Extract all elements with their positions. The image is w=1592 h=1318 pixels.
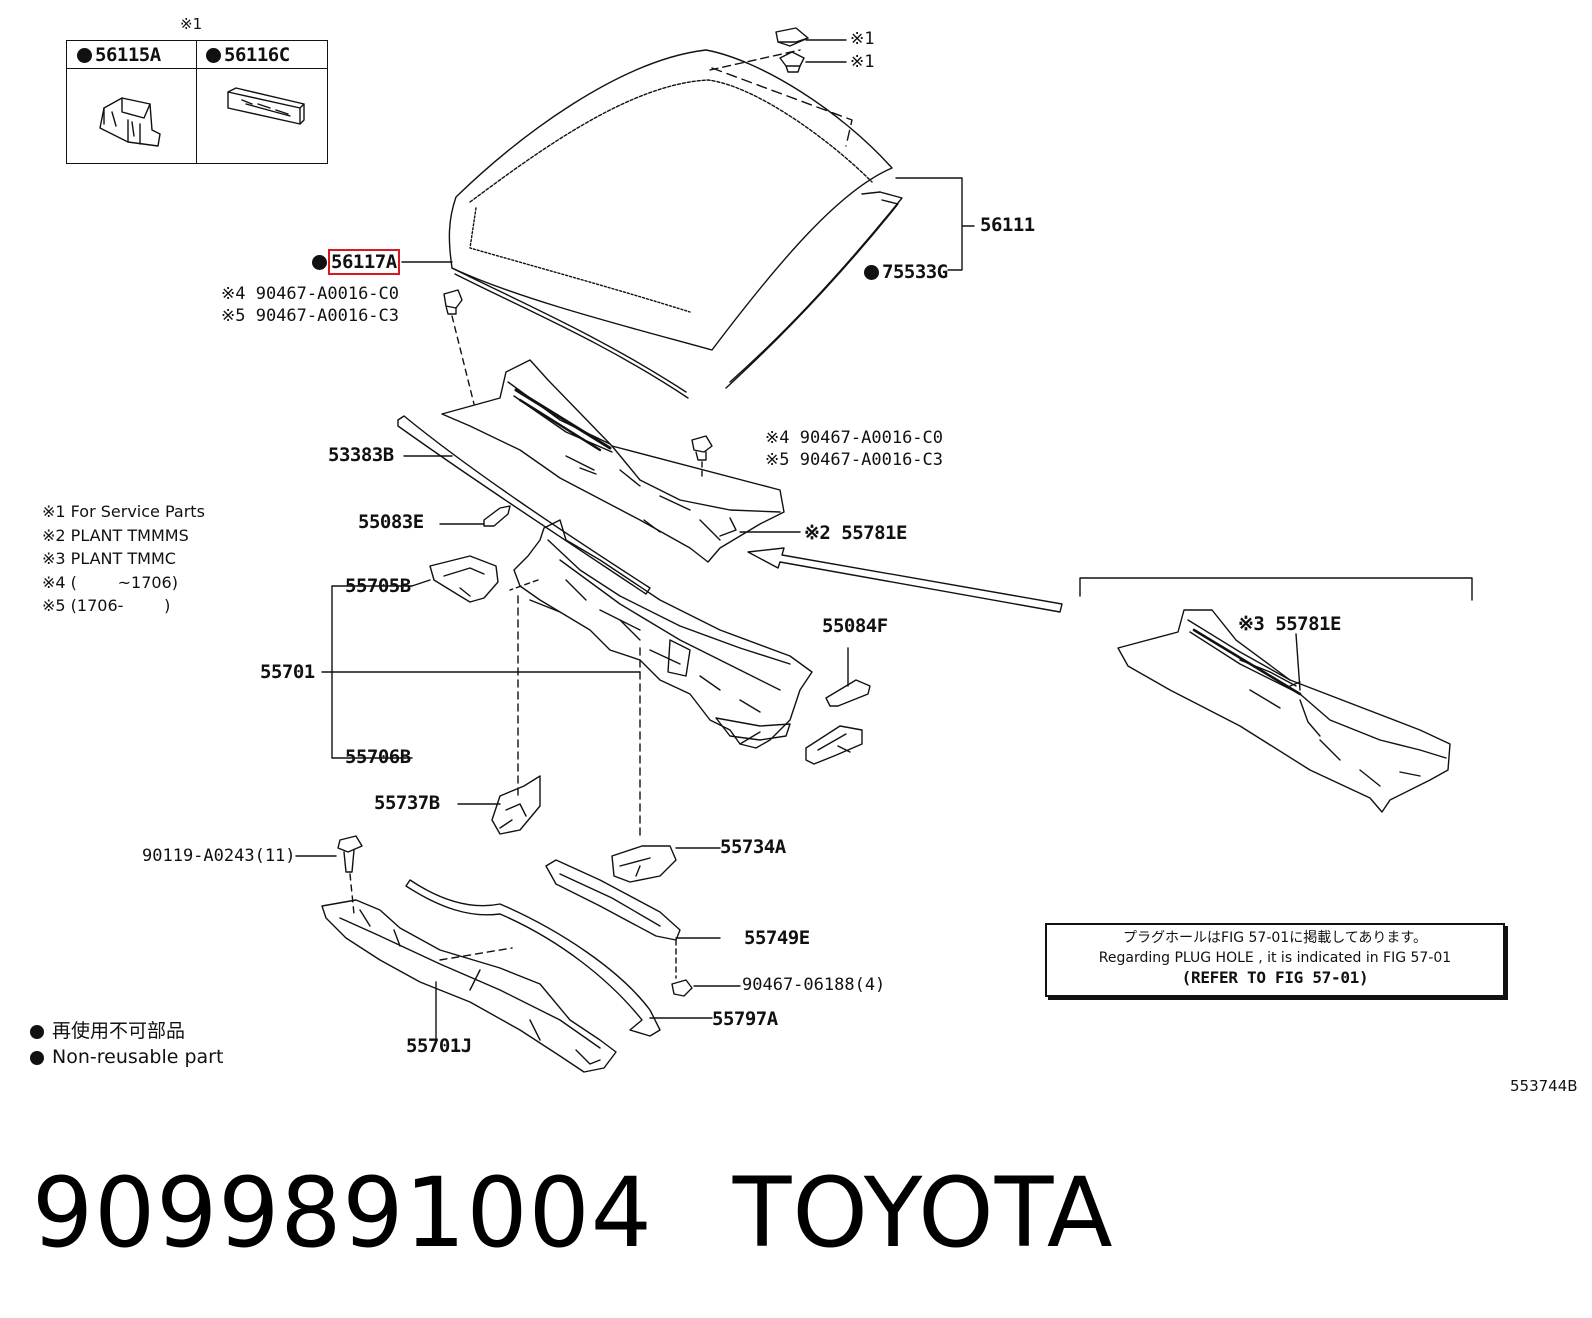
callout-55706b[interactable]: 55706B [345, 746, 411, 768]
inset-header-mark: ※1 [180, 15, 203, 33]
highlighted-part-label: 56117A [328, 249, 400, 275]
footer-title: 9099891004 TOYOTA [32, 1157, 1114, 1269]
figure-id: 553744B [1510, 1077, 1578, 1095]
callout-55701j[interactable]: 55701J [406, 1035, 472, 1057]
inset-label-left: 56115A [95, 44, 161, 66]
inset-cell-56116c: 56116C [196, 41, 327, 69]
non-reusable-icon [206, 48, 221, 63]
callout-56111[interactable]: 56111 [980, 214, 1035, 236]
callout-clip-top-c0[interactable]: ※4 90467-A0016-C0 [221, 284, 400, 304]
note-line: ※5 (1706- ) [42, 596, 171, 616]
callout-55734a[interactable]: 55734A [720, 836, 786, 858]
cable-55797a [405, 879, 661, 1037]
inset-clip-56115a [99, 97, 161, 147]
callout-56117a[interactable]: 56117A [312, 249, 400, 275]
callout-55705b[interactable]: 55705B [345, 575, 411, 597]
inset-cell-56115a: 56115A [67, 41, 196, 69]
callout-55781e[interactable]: ※2 55781E [804, 522, 907, 544]
inset-parts-table: 56115A 56116C [66, 40, 328, 164]
reference-en: Regarding PLUG HOLE , it is indicated in… [1098, 950, 1452, 966]
inset-clip-56116c [227, 87, 305, 125]
part-number: 9099891004 [32, 1157, 653, 1269]
callout-53383b[interactable]: 53383B [328, 444, 394, 466]
callout-55737b[interactable]: 55737B [374, 792, 440, 814]
callout-90119[interactable]: 90119-A0243(11) [142, 846, 296, 866]
non-reusable-icon [864, 265, 879, 280]
clip-90467-left [443, 289, 475, 405]
callout-55701[interactable]: 55701 [260, 661, 315, 683]
top-clip-a [775, 27, 809, 47]
inset-cowl-55781e [1117, 609, 1451, 813]
bracket-55084f [825, 647, 871, 707]
pointer-arrow [747, 547, 1063, 613]
legend-item-jp: 再使用不可部品 [30, 1018, 223, 1044]
callout-55084f[interactable]: 55084F [822, 615, 888, 637]
note-line: ※4 ( ~1706) [42, 572, 178, 592]
callout-55749e[interactable]: 55749E [744, 927, 810, 949]
callout-75533g[interactable]: 75533G [864, 263, 948, 282]
note-line: ※3 PLANT TMMC [42, 549, 176, 569]
brand-name: TOYOTA [732, 1157, 1114, 1269]
top-clip-b [779, 51, 805, 73]
windshield-glass [448, 49, 893, 351]
reference-box: プラグホールはFIG 57-01に掲載してあります。 Regarding PLU… [1045, 923, 1505, 997]
non-reusable-icon [30, 1051, 44, 1065]
bar-55749e [545, 859, 681, 941]
bracket-55734a [611, 845, 677, 883]
moulding-75533g [725, 191, 903, 389]
note-line: ※2 PLANT TMMMS [42, 525, 189, 545]
moulding-56117a [451, 267, 689, 399]
callout-clip-mid-c0[interactable]: ※4 90467-A0016-C0 [765, 428, 944, 448]
clip-90467-mid [691, 435, 713, 477]
callout-clip-top-c3[interactable]: ※5 90467-A0016-C3 [221, 306, 400, 326]
weatherstrip-53383b [397, 415, 651, 595]
reference-jp: プラグホールはFIG 57-01に掲載してあります。 [1123, 930, 1427, 946]
cowl-panel-55781e [441, 359, 785, 563]
bolt-90119 [295, 835, 363, 915]
callout-clip-mid-c3[interactable]: ※5 90467-A0016-C3 [765, 450, 944, 470]
callout-service-mark-a[interactable]: ※1 [850, 29, 875, 49]
dash-panel-55701 [513, 519, 813, 749]
note-line: ※1 For Service Parts [42, 502, 205, 521]
panel-55701j [321, 899, 617, 1073]
bracket-55705b [429, 555, 499, 603]
bracket-55706b [805, 725, 863, 765]
callout-55781e-inset[interactable]: ※3 55781E [1238, 613, 1341, 635]
non-reusable-icon [312, 255, 327, 270]
legend: 再使用不可部品 Non-reusable part [30, 1018, 223, 1070]
inset-divider [196, 41, 197, 163]
service-notes: ※1 For Service Parts ※2 PLANT TMMMS ※3 P… [42, 500, 205, 618]
non-reusable-icon [30, 1025, 44, 1039]
clip-90467-06188 [671, 979, 741, 997]
legend-item-en: Non-reusable part [30, 1044, 223, 1070]
inset-label-right: 56116C [224, 44, 290, 66]
reference-refer[interactable]: (REFER TO FIG 57-01) [1181, 968, 1369, 987]
callout-55797a[interactable]: 55797A [712, 1008, 778, 1030]
non-reusable-icon [77, 48, 92, 63]
bracket-55737b [491, 775, 541, 835]
callout-90467-06188[interactable]: 90467-06188(4) [742, 975, 886, 995]
callout-service-mark-b[interactable]: ※1 [850, 52, 875, 72]
bracket-55083e [439, 505, 511, 527]
callout-55083e[interactable]: 55083E [358, 511, 424, 533]
